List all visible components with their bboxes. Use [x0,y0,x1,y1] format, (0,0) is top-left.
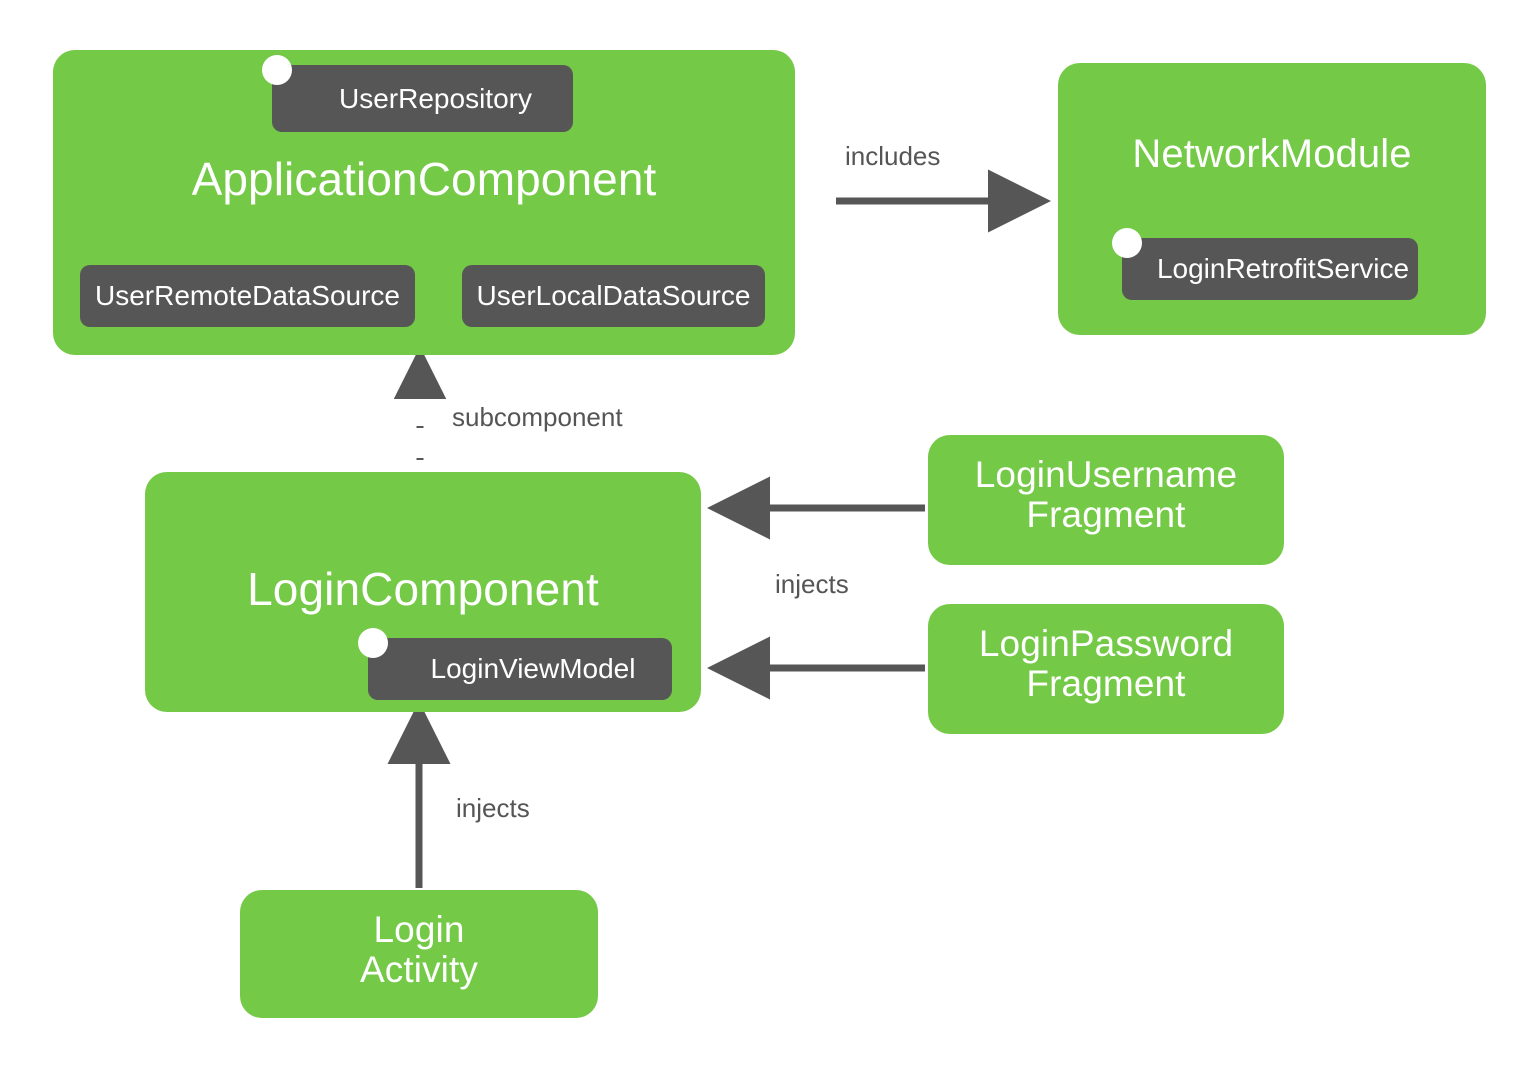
chip-user-repository[interactable]: UserRepository [262,55,573,132]
login-username-fragment-title: LoginUsername Fragment [974,454,1238,535]
edge-label-includes: includes [845,141,941,171]
chip-login-retrofit-service-label: LoginRetrofitService [1156,253,1410,284]
node-login-password-fragment[interactable]: LoginPassword Fragment [928,604,1284,734]
provision-bullet-icon [262,55,292,85]
chip-login-retrofit-service[interactable]: LoginRetrofitService [1112,228,1418,300]
chip-user-remote-data-source-label: UserRemoteDataSource [94,280,401,311]
login-activity-title: Login Activity [360,909,478,990]
provision-bullet-icon [358,628,388,658]
edge-label-injects-fragments: injects [775,569,849,599]
network-module-title: NetworkModule [1132,132,1412,176]
chip-user-repository-label: UserRepository [339,82,532,114]
login-password-fragment-title: LoginPassword Fragment [978,623,1234,704]
application-component-title: ApplicationComponent [191,153,657,205]
chip-user-remote-data-source[interactable]: UserRemoteDataSource [80,265,415,327]
node-login-username-fragment[interactable]: LoginUsername Fragment [928,435,1284,565]
edge-label-injects-activity: injects [456,793,530,823]
login-component-title: LoginComponent [247,563,599,615]
provision-bullet-icon [1112,228,1142,258]
chip-login-view-model-label: LoginViewModel [430,653,636,684]
chip-login-view-model[interactable]: LoginViewModel [358,628,672,700]
chip-user-local-data-source-label: UserLocalDataSource [476,280,751,311]
edge-label-subcomponent: subcomponent [452,402,623,432]
chip-user-local-data-source[interactable]: UserLocalDataSource [462,265,765,327]
node-login-activity[interactable]: Login Activity [240,890,598,1018]
